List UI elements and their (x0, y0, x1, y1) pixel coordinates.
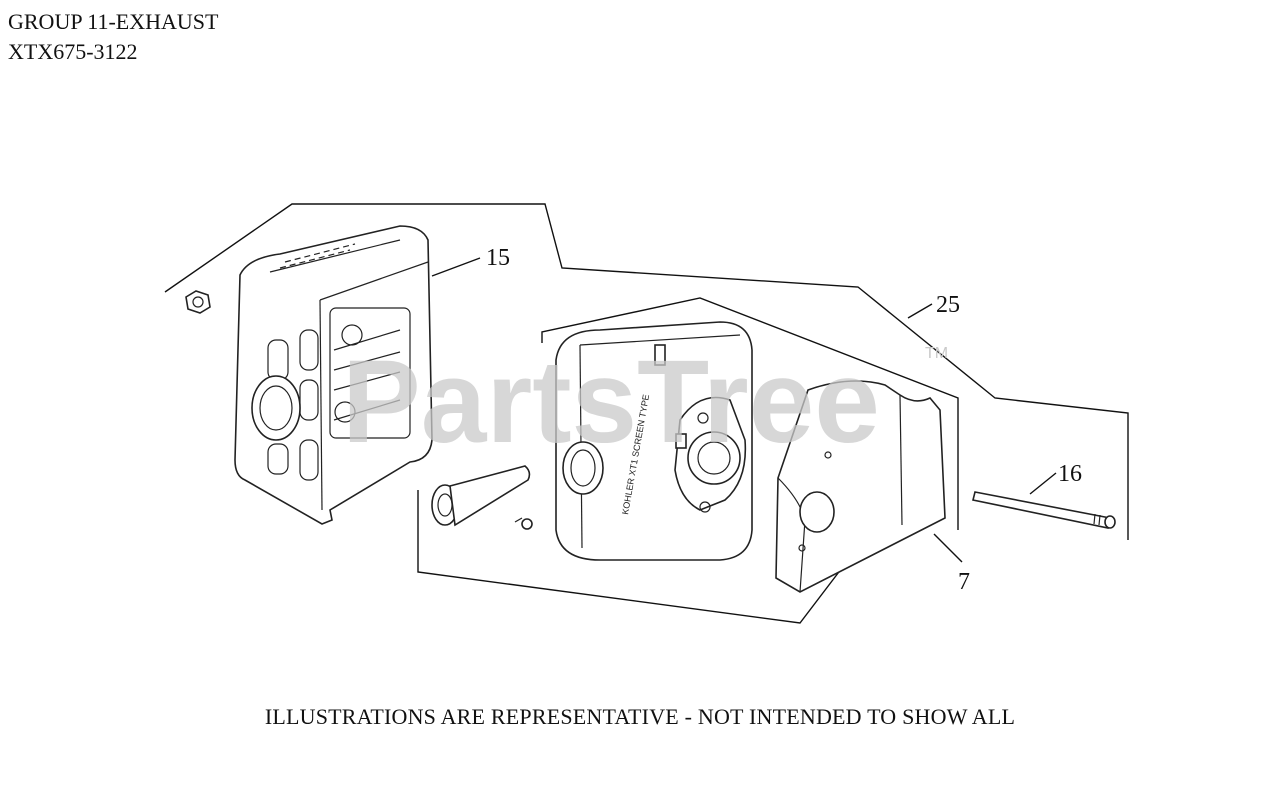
hex-nut[interactable] (185, 290, 211, 314)
watermark: PartsTree (342, 336, 880, 468)
muffler[interactable]: KOHLER XT1 SCREEN TYPE (555, 321, 753, 561)
model-number: XTX675-3122 (8, 39, 138, 64)
watermark-tm: TM (925, 345, 948, 362)
callout-25: 25 (936, 292, 960, 318)
exhaust-deflector[interactable] (775, 380, 946, 593)
stud[interactable] (972, 491, 1116, 529)
leader-15 (431, 257, 481, 277)
leader-16 (1029, 472, 1057, 495)
leader-25 (907, 303, 933, 319)
group-bracket-25 (164, 203, 1129, 540)
screw[interactable] (514, 517, 533, 530)
muffler-bracket-top (541, 297, 959, 530)
callout-16: 16 (1058, 461, 1082, 487)
callout-15: 15 (486, 245, 510, 271)
group-title: GROUP 11-EXHAUST (8, 9, 219, 34)
heat-shield[interactable] (234, 225, 433, 525)
disclaimer: ILLUSTRATIONS ARE REPRESENTATIVE - NOT I… (264, 704, 1016, 729)
leader-7 (933, 533, 963, 563)
callout-7: 7 (958, 569, 970, 595)
muffler-bracket (417, 490, 849, 624)
spark-arrestor[interactable] (431, 465, 531, 527)
